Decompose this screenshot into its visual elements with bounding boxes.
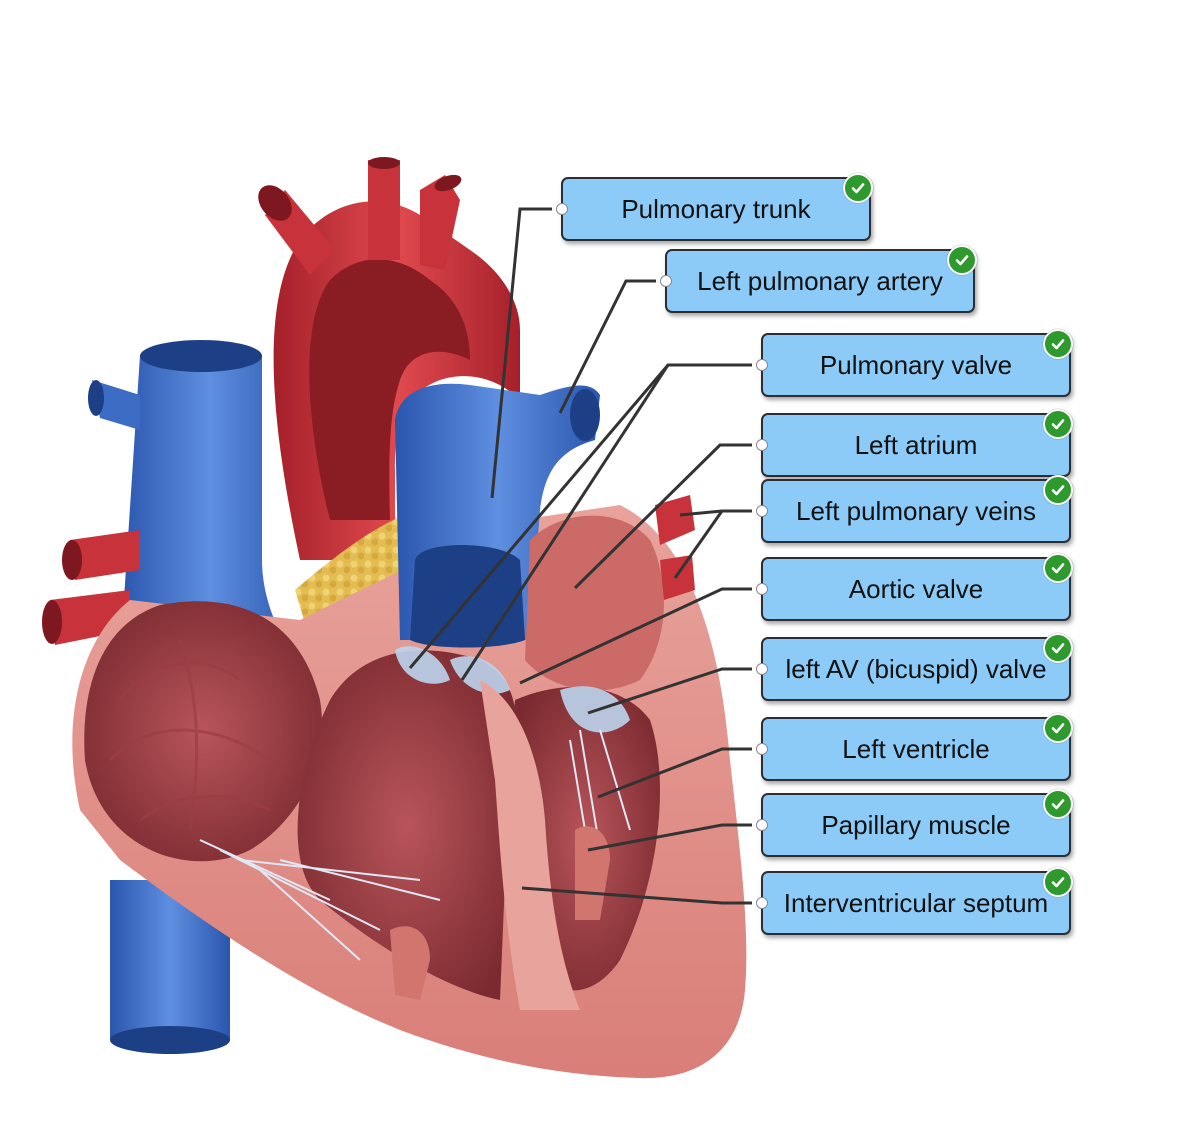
- label-left-pulmonary-veins[interactable]: Left pulmonary veins: [756, 475, 1073, 543]
- connector-dot: [756, 359, 768, 371]
- label-pulmonary-trunk[interactable]: Pulmonary trunk: [556, 173, 873, 241]
- check-icon: [1043, 633, 1073, 663]
- label-pulmonary-valve[interactable]: Pulmonary valve: [756, 329, 1073, 397]
- check-icon: [1043, 713, 1073, 743]
- septum-wall: [480, 680, 580, 1010]
- check-icon: [1043, 475, 1073, 505]
- right-ventricle-cavity: [297, 650, 516, 1000]
- check-icon: [1043, 789, 1073, 819]
- connector-dot: [756, 583, 768, 595]
- label-left-ventricle[interactable]: Left ventricle: [756, 713, 1073, 781]
- label-text: Pulmonary trunk: [621, 193, 811, 224]
- label-left-atrium[interactable]: Left atrium: [756, 409, 1073, 477]
- label-text: Left atrium: [854, 429, 978, 460]
- check-icon: [1043, 867, 1073, 897]
- left-atrium-chamber: [525, 515, 664, 691]
- label-interventricular-septum[interactable]: Interventricular septum: [756, 867, 1073, 935]
- label-text: Pulmonary valve: [819, 349, 1013, 380]
- check-icon: [947, 245, 977, 275]
- label-left-av-valve[interactable]: left AV (bicuspid) valve: [756, 633, 1073, 701]
- check-icon: [843, 173, 873, 203]
- check-icon: [1043, 553, 1073, 583]
- label-papillary-muscle[interactable]: Papillary muscle: [756, 789, 1073, 857]
- connector-dot: [556, 203, 568, 215]
- chordae-tendineae: [199, 729, 631, 961]
- label-text: Left pulmonary veins: [796, 495, 1036, 526]
- connector-dot: [660, 275, 672, 287]
- label-text: Papillary muscle: [821, 809, 1011, 840]
- connector-dot: [756, 505, 768, 517]
- aorta: [258, 157, 520, 560]
- connector-dot: [756, 819, 768, 831]
- connector-dot: [756, 663, 768, 675]
- connector-dot: [756, 743, 768, 755]
- label-text: Left ventricle: [842, 733, 990, 764]
- pectinate-texture: [108, 639, 271, 831]
- check-icon: [1043, 329, 1073, 359]
- connector-dot: [756, 439, 768, 451]
- vena-cava: [88, 340, 300, 1054]
- label-left-pulmonary-artery[interactable]: Left pulmonary artery: [660, 245, 977, 313]
- label-aortic-valve[interactable]: Aortic valve: [756, 553, 1073, 621]
- label-text: Interventricular septum: [783, 887, 1049, 918]
- label-text: left AV (bicuspid) valve: [785, 653, 1047, 684]
- label-text: Left pulmonary artery: [697, 265, 943, 296]
- connector-dot: [756, 897, 768, 909]
- check-icon: [1043, 409, 1073, 439]
- label-text: Aortic valve: [848, 573, 984, 604]
